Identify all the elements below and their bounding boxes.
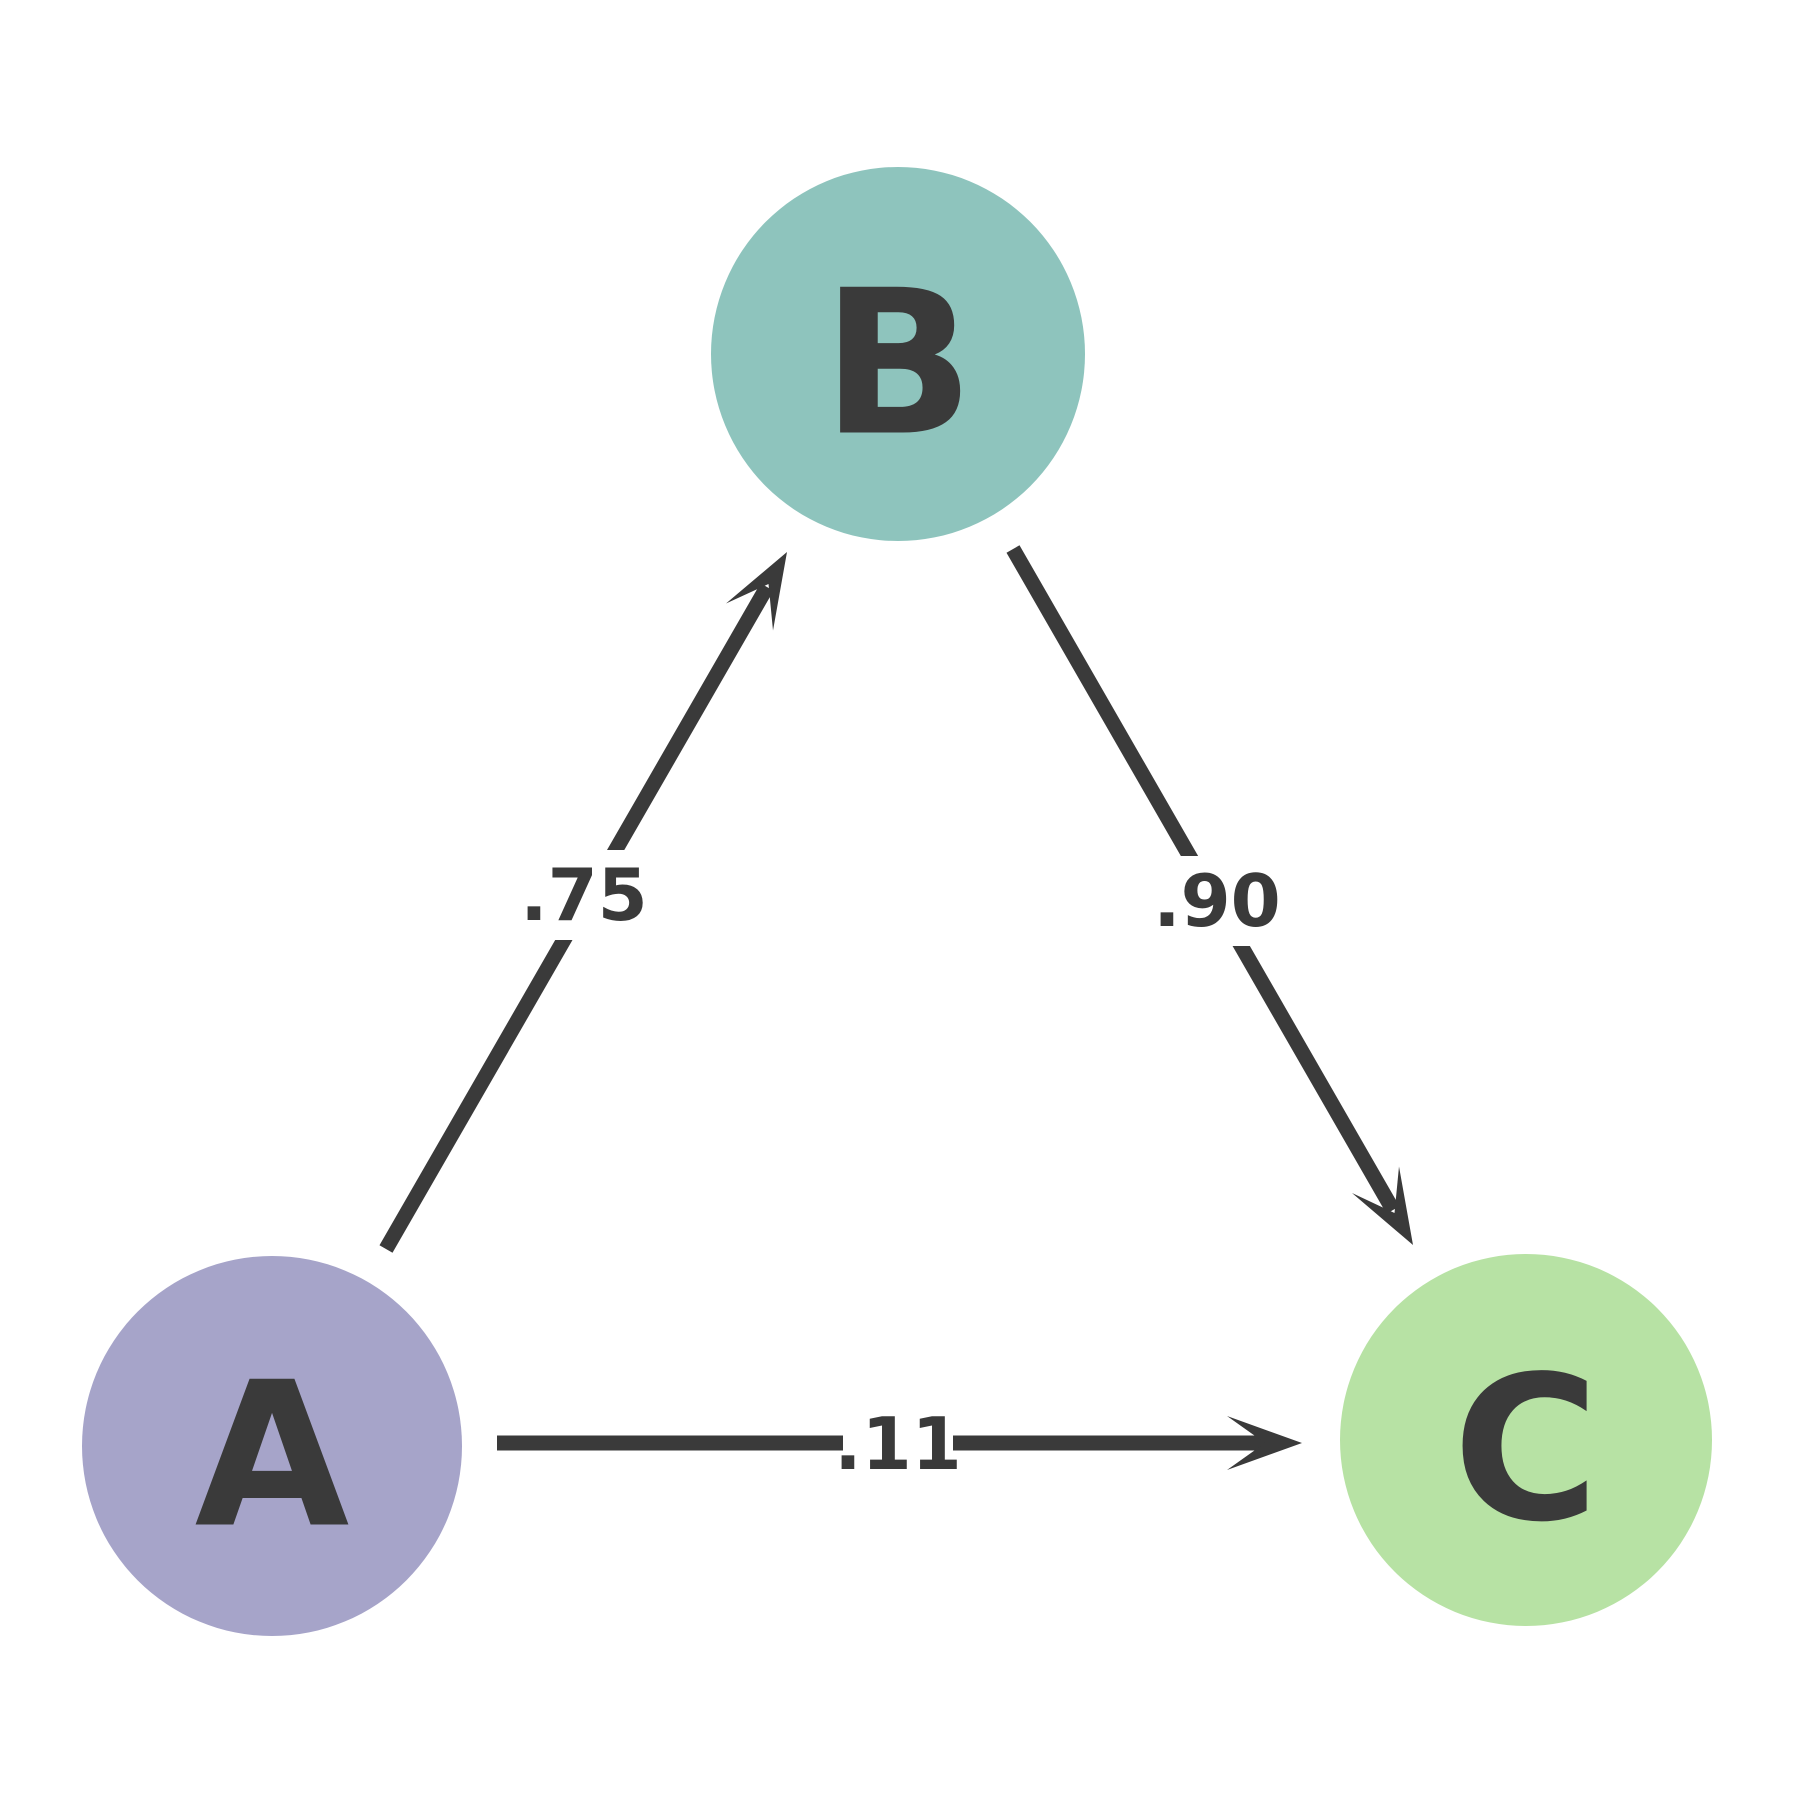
- node-a-circle: [82, 1256, 462, 1636]
- node-a-label: A: [195, 1340, 350, 1573]
- edge-b-c-weight: .90: [1153, 859, 1281, 943]
- node-a: A: [82, 1256, 462, 1636]
- node-b: B: [711, 167, 1085, 541]
- edge-a-b-label-halo: [523, 850, 645, 940]
- edge-b-c-arrowhead-icon: [1352, 1166, 1413, 1245]
- edge-a-b: .75: [379, 552, 787, 1253]
- edge-a-c: .11: [497, 1399, 1302, 1489]
- edge-a-b-arrowhead-icon: [726, 552, 787, 631]
- edge-b-c-label-halo: [1156, 856, 1278, 946]
- edge-a-c-weight: .11: [834, 1402, 962, 1486]
- edge-a-b-weight: .75: [520, 853, 648, 937]
- edge-b-c: .90: [1006, 545, 1413, 1245]
- edge-a-c-label-halo: [843, 1399, 953, 1489]
- edge-a-c-arrowhead-icon: [1227, 1416, 1302, 1470]
- node-c-circle: [1340, 1254, 1712, 1626]
- node-b-circle: [711, 167, 1085, 541]
- node-c-label: C: [1453, 1334, 1600, 1567]
- node-b-label: B: [822, 248, 974, 481]
- node-c: C: [1340, 1254, 1712, 1626]
